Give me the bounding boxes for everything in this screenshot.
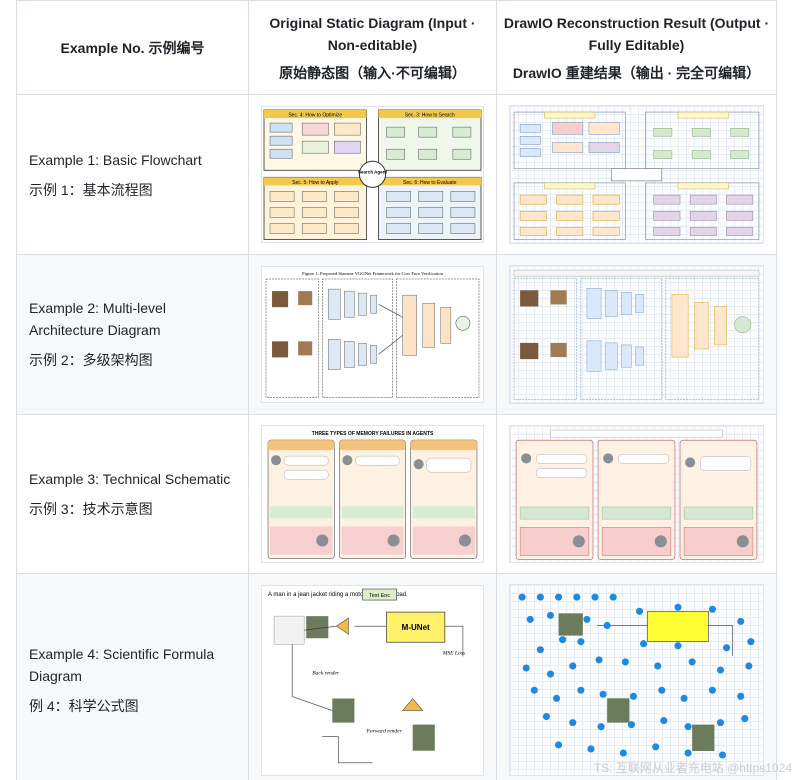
table-row-example-3: Example 3: Technical Schematic 示例 3：技术示意… bbox=[16, 413, 777, 575]
table-header-row: Example No. 示例编号 Original Static Diagram… bbox=[16, 0, 777, 95]
reconstruction-cell bbox=[496, 573, 777, 780]
formula-caption: A man in a jean jacket riding a motorcyc… bbox=[268, 592, 408, 598]
flow-sec6-title: Sec. 6: How to Evaluate bbox=[403, 180, 457, 186]
header-reconstruction: DrawIO Reconstruction Result (Output · F… bbox=[496, 0, 777, 95]
row-label: Example 1: Basic Flowchart 示例 1：基本流程图 bbox=[16, 94, 249, 255]
formula-forward-render: Forward render bbox=[365, 729, 402, 735]
table-row-example-4: Example 4: Scientific Formula Diagram 例 … bbox=[16, 573, 777, 780]
formula-original-image: A man in a jean jacket riding a motorcyc… bbox=[261, 584, 484, 776]
original-diagram-cell: Sec. 4: How to Optimize Sec. 3: How to S… bbox=[248, 94, 497, 255]
formula-unet: M-UNet bbox=[402, 623, 430, 632]
row-label: Example 2: Multi-level Architecture Diag… bbox=[16, 254, 249, 415]
flow-sec3-title: Sec. 3: How to Search bbox=[405, 112, 455, 118]
header-original: Original Static Diagram (Input · Non-edi… bbox=[248, 0, 497, 95]
flow-center-label: Search Agent bbox=[358, 169, 387, 174]
formula-drawio-image bbox=[509, 584, 764, 777]
mem-title: THREE TYPES OF MEMORY FAILURES IN AGENTS bbox=[312, 431, 434, 437]
reconstruction-cell bbox=[496, 94, 777, 255]
original-diagram-cell: Figure 1: Proposed Siamese VGGNet Framew… bbox=[248, 254, 497, 415]
row-label: Example 4: Scientific Formula Diagram 例 … bbox=[16, 573, 249, 780]
reconstruction-cell bbox=[496, 413, 777, 575]
reconstruction-cell bbox=[496, 254, 777, 415]
arch-title: Figure 1: Proposed Siamese VGGNet Framew… bbox=[302, 271, 443, 276]
row-label: Example 3: Technical Schematic 示例 3：技术示意… bbox=[16, 413, 249, 575]
formula-back-render: Back render bbox=[312, 670, 340, 676]
comparison-table: Example No. 示例编号 Original Static Diagram… bbox=[16, 0, 777, 780]
formula-textenc: Text Enc bbox=[369, 593, 390, 599]
original-diagram-cell: A man in a jean jacket riding a motorcyc… bbox=[248, 573, 497, 780]
flowchart-original-image: Sec. 4: How to Optimize Sec. 3: How to S… bbox=[261, 105, 484, 244]
flow-sec4-title: Sec. 4: How to Optimize bbox=[288, 112, 342, 118]
header-example-no: Example No. 示例编号 bbox=[16, 0, 249, 95]
flowchart-drawio-image bbox=[509, 105, 764, 244]
schematic-original-image: THREE TYPES OF MEMORY FAILURES IN AGENTS bbox=[261, 425, 484, 563]
original-diagram-cell: THREE TYPES OF MEMORY FAILURES IN AGENTS bbox=[248, 413, 497, 575]
formula-mse: MSE Loss bbox=[442, 650, 465, 656]
architecture-drawio-image bbox=[509, 265, 764, 404]
watermark: TS: 互联网从业者充电站 @https1024 bbox=[593, 761, 792, 775]
schematic-drawio-image bbox=[509, 424, 764, 564]
table-row-example-2: Example 2: Multi-level Architecture Diag… bbox=[16, 254, 777, 415]
flow-sec5-title: Sec. 5: How to Apply bbox=[292, 180, 339, 186]
table-row-example-1: Example 1: Basic Flowchart 示例 1：基本流程图 Se… bbox=[16, 94, 777, 255]
architecture-original-image: Figure 1: Proposed Siamese VGGNet Framew… bbox=[261, 265, 484, 404]
